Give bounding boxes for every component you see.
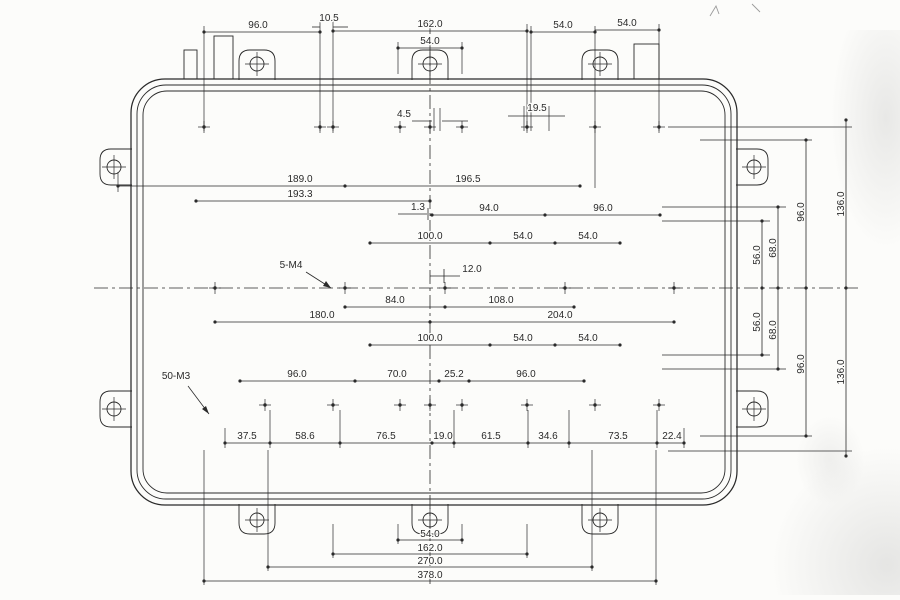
dim-label: 378.0 (417, 570, 442, 581)
extension-lines (117, 20, 852, 585)
scan-artifacts (709, 3, 761, 17)
dim-label: 22.4 (662, 431, 682, 442)
dim-label: 84.0 (385, 295, 405, 306)
dim-label: 96.0 (516, 369, 536, 380)
mounting-ear-left-top (99, 148, 132, 186)
top-left-tab-large (213, 35, 234, 80)
dim-label: 34.6 (538, 431, 558, 442)
dim-label: 189.0 (287, 174, 312, 185)
dim-label: 96.0 (796, 354, 807, 374)
dim-label: 19.0 (433, 431, 453, 442)
dim-label: 73.5 (608, 431, 628, 442)
dim-label: 94.0 (479, 203, 499, 214)
dim-label: 96.0 (796, 202, 807, 222)
dim-label: 61.5 (481, 431, 501, 442)
centerlines (94, 20, 858, 588)
dim-label: 54.0 (617, 18, 637, 29)
top-right-tab (633, 43, 660, 80)
dim-label: 54.0 (578, 333, 598, 344)
dim-label: 180.0 (309, 310, 334, 321)
thread-callout: 50-M3 (162, 371, 191, 382)
mounting-tab-bottom-left (238, 504, 276, 535)
mounting-tab-bottom-right (581, 504, 619, 535)
dimension-labels: 96.0 10.5 162.0 54.0 54.0 54.0 4.5 19.5 … (161, 12, 849, 582)
dim-label: 162.0 (417, 543, 442, 554)
dim-label: 76.5 (376, 431, 396, 442)
dim-label: 37.5 (237, 431, 257, 442)
dim-label: 270.0 (417, 556, 442, 567)
dim-label: 204.0 (547, 310, 572, 321)
dim-label: 70.0 (387, 369, 407, 380)
dim-label: 54.0 (513, 231, 533, 242)
mounting-ear-right-top (736, 148, 769, 186)
thread-callout: 5-M4 (280, 260, 303, 271)
dim-label: 56.0 (752, 312, 763, 332)
dim-label: 1.3 (411, 202, 425, 213)
dim-label: 96.0 (593, 203, 613, 214)
dim-label: 68.0 (768, 320, 779, 340)
dim-label: 196.5 (455, 174, 480, 185)
dim-label: 162.0 (417, 19, 442, 30)
dim-label: 25.2 (444, 369, 464, 380)
mounting-tab-top-left (238, 49, 276, 80)
dim-label: 193.3 (287, 189, 312, 200)
dimension-lines (116, 26, 848, 583)
dim-label: 68.0 (768, 238, 779, 258)
hole-markers (197, 120, 681, 412)
dim-label: 54.0 (578, 231, 598, 242)
dim-label: 108.0 (488, 295, 513, 306)
mounting-ear-right-bottom (736, 390, 769, 428)
dim-label: 96.0 (248, 20, 268, 31)
mounting-ear-left-bottom (99, 390, 132, 428)
dim-label: 136.0 (836, 359, 847, 384)
top-left-tab-small (183, 49, 198, 80)
dim-label: 12.0 (462, 264, 482, 275)
dim-label: 136.0 (836, 191, 847, 216)
dim-label: 54.0 (420, 529, 440, 540)
dim-label: 54.0 (513, 333, 533, 344)
dim-label: 96.0 (287, 369, 307, 380)
dim-label: 100.0 (417, 333, 442, 344)
dim-label: 100.0 (417, 231, 442, 242)
mounting-tab-top-right (581, 49, 619, 80)
dim-label: 58.6 (295, 431, 315, 442)
dim-label: 54.0 (420, 36, 440, 47)
dim-label: 10.5 (319, 13, 339, 24)
dim-label: 4.5 (397, 109, 411, 120)
dim-label: 19.5 (527, 103, 547, 114)
dim-label: 54.0 (553, 20, 573, 31)
dim-label: 56.0 (752, 245, 763, 265)
